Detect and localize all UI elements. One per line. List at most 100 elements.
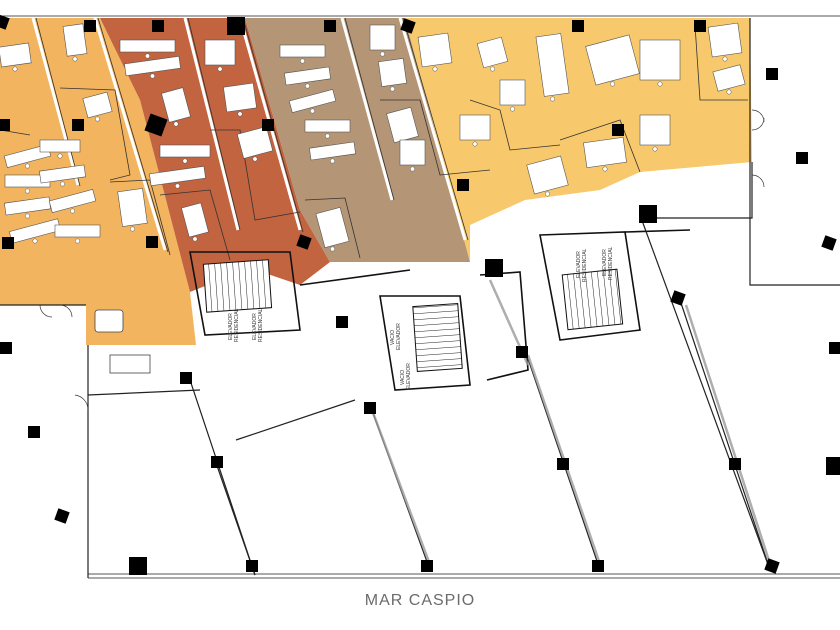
elevator-label-right-b: RESIDENCIAL [582,248,588,282]
chair [237,111,243,117]
desk [39,164,86,184]
elevator-label-right-c: ELEVADOR [602,249,608,276]
column [211,456,223,468]
desk [119,39,176,53]
desk [223,82,257,113]
desk [279,44,326,58]
column [400,18,416,34]
core-walls [189,229,691,391]
column [28,426,40,438]
desk [48,189,97,213]
chair [173,121,179,127]
chair [510,106,515,112]
desk [585,34,640,86]
elevator-label-center-b: ELEVADOR [396,323,402,350]
chair [380,51,385,57]
stair-left [202,259,273,313]
column [227,17,245,35]
column [262,119,274,131]
desk [54,224,101,238]
elevator-label-right-a: ELEVADOR [576,251,582,278]
chair [25,163,30,169]
column [2,237,14,249]
column [152,20,164,32]
desk [159,144,211,158]
column [129,557,147,575]
column [826,457,840,475]
chair [72,56,78,62]
desk [39,139,81,153]
desk [124,55,181,77]
structural-lines [0,18,840,578]
desk [284,66,331,86]
column [821,235,837,251]
chair [252,156,258,162]
chair [25,188,30,194]
chair [32,238,38,244]
desk [315,206,350,249]
chair [300,58,305,64]
chair [310,108,315,114]
desk [117,188,148,227]
chair [410,166,415,172]
elevator-label-left-a: ELEVADOR [228,313,234,340]
desk [476,36,509,69]
column [572,20,584,32]
chair [657,81,663,87]
chair [150,73,155,79]
desk [204,39,236,66]
column [0,14,10,30]
chair [325,133,330,139]
chair [652,146,658,152]
elevator-label-center-d: ELEVADOR [406,363,412,390]
column [364,402,376,414]
column [639,205,657,223]
chair [217,66,223,72]
lobby-table [94,309,151,374]
desk [0,42,32,68]
column [592,560,604,572]
zone-orange-west [0,18,196,345]
chair [432,66,438,72]
desk [181,202,209,238]
structural-columns [0,14,840,575]
chair [175,183,180,189]
column [485,259,503,277]
desk [707,22,743,58]
chair [390,86,395,92]
column [246,560,258,572]
chair [192,236,198,242]
desk [399,139,426,166]
column [84,20,96,32]
chair [95,116,100,122]
column [324,20,336,32]
column [296,234,312,250]
chair [130,226,135,232]
stair-right [561,268,624,331]
elevator-label-center-a: VACIO [390,330,396,345]
column [766,68,778,80]
building-outline [0,15,840,579]
column [670,290,686,306]
partition-lines [0,17,748,261]
desk [535,33,570,97]
chair [722,56,728,62]
column [421,560,433,572]
chair [75,238,80,244]
chair [145,53,150,59]
elevator-labels: ELEVADOR RESIDENCIAL ELEVADOR RESIDENCIA… [228,246,614,390]
column [0,119,10,131]
desk [161,87,191,123]
chair [602,166,608,172]
column [694,20,706,32]
column [457,179,469,191]
column [516,346,528,358]
chair [330,158,335,164]
desk [639,39,681,81]
desk [712,64,746,92]
desk [526,155,569,195]
column [729,458,741,470]
elevator-label-left-b: RESIDENCIAL [234,308,240,342]
street-label: MAR CASPIO [364,592,476,609]
chair [550,96,555,102]
